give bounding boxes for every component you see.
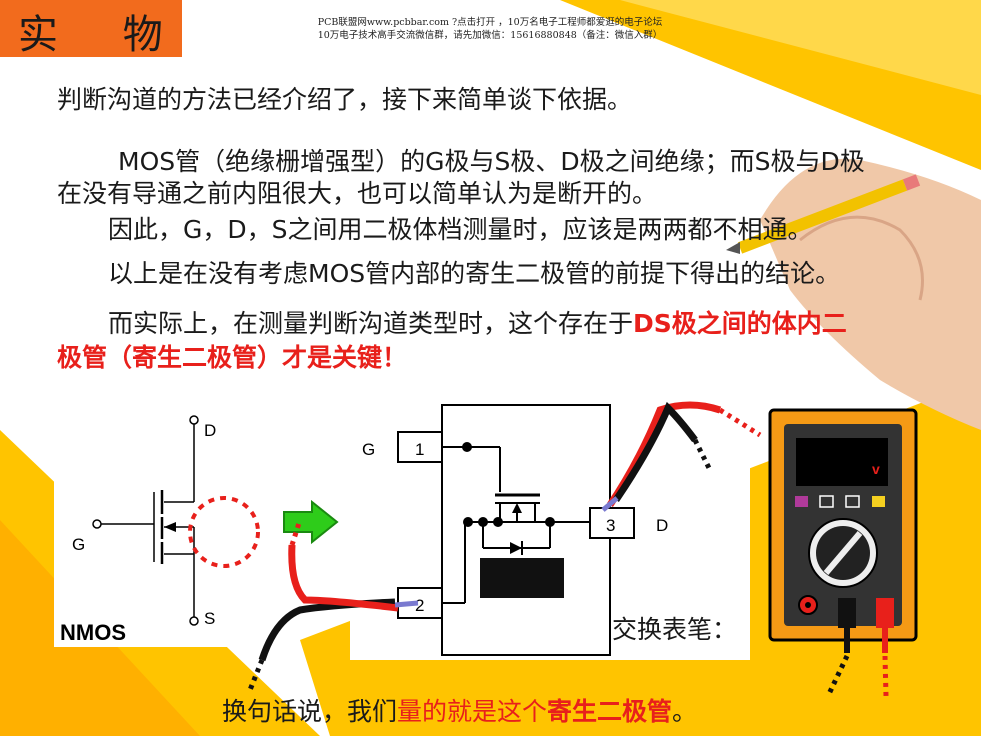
chip-label-d: D: [656, 516, 668, 535]
header-line-1: PCB联盟网www.pcbbar.com ?点击打开 ，10万名电子工程师都爱逛…: [317, 17, 663, 28]
paragraph-3: 因此，G，D，S之间用二极体档测量时，应该是两两都不相通。: [108, 215, 813, 244]
multimeter: v: [768, 408, 918, 698]
nmos-pin-s: S: [204, 609, 215, 628]
nmos-label: NMOS: [60, 620, 126, 645]
conclusion-part-a: 换句话说，我们: [222, 697, 398, 726]
paragraph-5a: 而实际上，在测量判断沟道类型时，这个存在于DS极之间的体内二: [108, 308, 847, 340]
conclusion: 换句话说，我们量的就是这个寄生二极管。: [222, 692, 697, 728]
header-line-2: 10万电子技术高手交流微信群，请先加微信：15616880848（备注：微信入群…: [317, 30, 663, 41]
swap-probes-label: 交换表笔：: [612, 615, 738, 644]
paragraph-2a: MOS管（绝缘栅增强型）的G极与S极、D极之间绝缘；而S极与D极: [118, 147, 865, 176]
paragraph-1: 判断沟道的方法已经介绍了，接下来简单谈下依据。: [57, 85, 633, 114]
conclusion-part-b: 量的就是这个: [397, 697, 548, 726]
paragraph-5a-highlight: DS极之间的体内二: [633, 309, 847, 338]
chip-label-g: G: [362, 440, 375, 459]
nmos-symbol: D G S NMOS: [60, 415, 260, 645]
nmos-pin-g: G: [72, 535, 85, 554]
chip-pin-2: 2: [415, 596, 424, 615]
paragraph-4: 以上是在没有考虑MOS管内部的寄生二极管的前提下得出的结论。: [108, 259, 841, 288]
green-arrow-icon: [283, 500, 339, 545]
nmos-panel: D G S NMOS: [54, 402, 271, 647]
paragraph-5a-plain: 而实际上，在测量判断沟道类型时，这个存在于: [108, 309, 634, 338]
conclusion-part-d: 。: [672, 697, 698, 726]
conclusion-highlight: 寄生二极管: [547, 697, 673, 726]
mosfet-package-diagram: G 1 2 3 D: [350, 400, 750, 660]
nmos-pin-d: D: [204, 421, 216, 440]
paragraph-5b-highlight: 极管（寄生二极管）才是关键！: [57, 343, 408, 372]
header-note: PCB联盟网www.pcbbar.com ?点击打开 ，10万名电子工程师都爱逛…: [230, 16, 750, 42]
chip-pin-3: 3: [606, 516, 615, 535]
chip-pin-1: 1: [415, 440, 424, 459]
slide-title: 实 物: [18, 12, 189, 58]
meter-unit: v: [872, 461, 880, 477]
title-banner: [0, 0, 182, 57]
paragraph-2b: 在没有导通之前内阻很大，也可以简单认为是断开的。: [57, 179, 658, 208]
